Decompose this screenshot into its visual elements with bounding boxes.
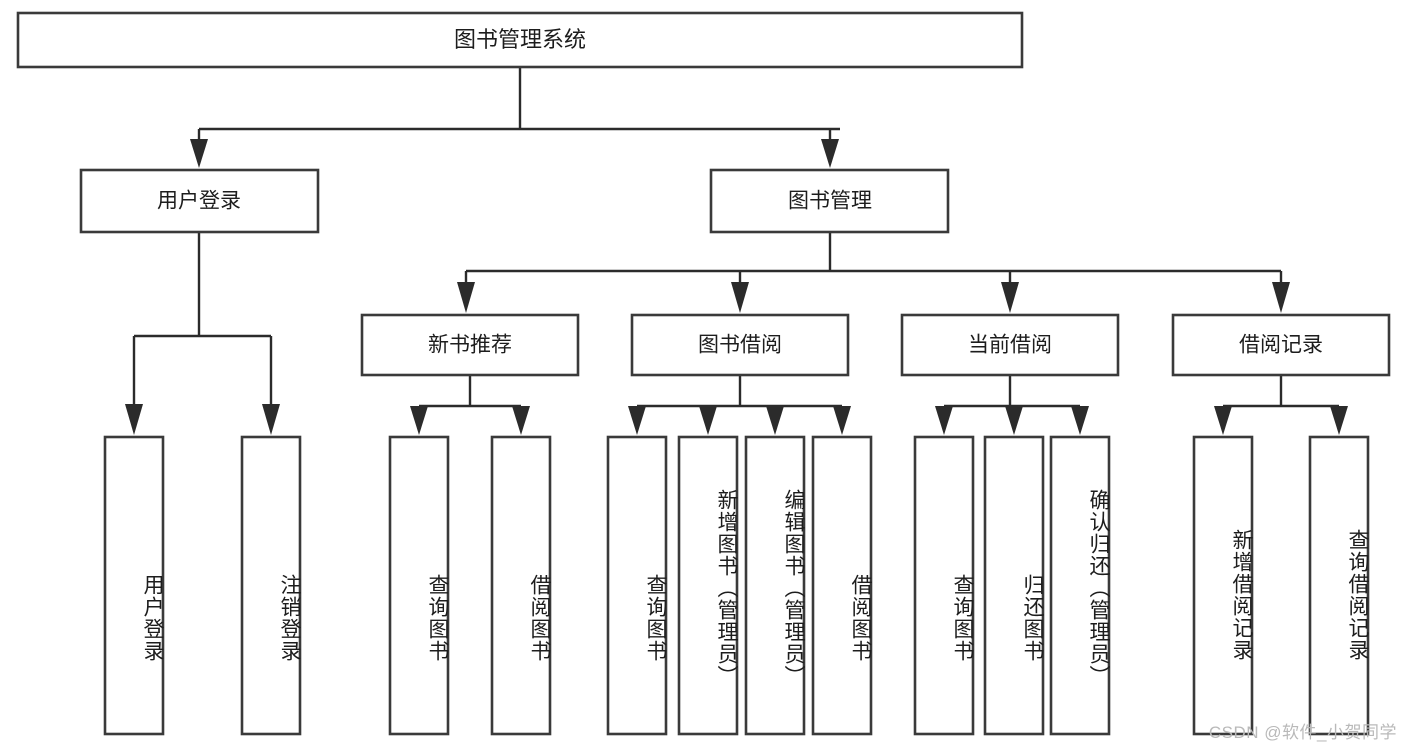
connector-group-book-management-to-level3	[457, 232, 1290, 313]
leaf-confirm-return-admin-box[interactable]	[1049, 435, 1111, 736]
node-book-borrow-box[interactable]	[630, 313, 850, 377]
leaf-logout-login-box[interactable]	[240, 435, 302, 736]
leaf-borrow-book-rec-box[interactable]	[490, 435, 552, 736]
node-borrow-record-box[interactable]	[1171, 313, 1391, 377]
arrowhead-to-book-borrow	[731, 282, 749, 313]
node-user-login-label: 用户登录	[157, 190, 241, 213]
leaf-add-book-admin-box[interactable]	[677, 435, 739, 736]
arrowhead-to-leaf-confirm-return-admin	[1071, 406, 1089, 435]
arrowhead-to-leaf-logout-login	[262, 404, 280, 435]
node-new-book-recommend-label: 新书推荐	[428, 334, 512, 357]
node-root-label: 图书管理系统	[454, 27, 586, 52]
arrowhead-to-current-borrow	[1001, 282, 1019, 313]
arrowhead-to-book-management	[821, 139, 839, 168]
arrowhead-to-leaf-edit-book-admin	[766, 406, 784, 435]
leaf-boxes	[103, 435, 1370, 736]
node-book-management-box[interactable]	[709, 168, 950, 234]
node-current-borrow[interactable]: 当前借阅	[900, 313, 1120, 377]
node-borrow-record-label: 借阅记录	[1239, 334, 1323, 357]
leaf-user-login-box[interactable]	[103, 435, 165, 736]
arrowhead-to-leaf-borrow-book-rec	[512, 406, 530, 435]
arrowhead-to-leaf-return-book	[1005, 406, 1023, 435]
arrowhead-to-new-book-recommend	[457, 282, 475, 313]
arrowhead-to-leaf-user-login	[125, 404, 143, 435]
node-user-login[interactable]: 用户登录	[79, 168, 320, 234]
connector-group-current-borrow-to-leaves	[935, 375, 1089, 435]
node-user-login-box[interactable]	[79, 168, 320, 234]
node-current-borrow-label: 当前借阅	[968, 334, 1052, 357]
connector-group-borrow-record-to-leaves	[1214, 375, 1348, 435]
arrowhead-to-leaf-query-book-current	[935, 406, 953, 435]
leaf-query-book-current-box[interactable]	[913, 435, 975, 736]
leaf-query-borrow-record-box[interactable]	[1308, 435, 1370, 736]
node-new-book-recommend-box[interactable]	[360, 313, 580, 377]
node-borrow-record[interactable]: 借阅记录	[1171, 313, 1391, 377]
connector-group-root-to-level2	[190, 67, 840, 168]
leaf-return-book-box[interactable]	[983, 435, 1045, 736]
csdn-watermark: CSDN @软件_小贺同学	[1208, 723, 1397, 742]
leaf-query-book-borrow-box[interactable]	[606, 435, 668, 736]
leaf-borrow-book-box[interactable]	[811, 435, 873, 736]
node-root-box[interactable]	[16, 11, 1024, 69]
node-current-borrow-box[interactable]	[900, 313, 1120, 377]
node-root[interactable]: 图书管理系统	[16, 11, 1024, 69]
arrowhead-to-leaf-add-book-admin	[699, 406, 717, 435]
arrowhead-to-user-login	[190, 139, 208, 168]
node-book-management[interactable]: 图书管理	[709, 168, 950, 234]
leaf-edit-book-admin-box[interactable]	[744, 435, 806, 736]
node-book-management-label: 图书管理	[788, 190, 872, 213]
leaf-add-borrow-record-box[interactable]	[1192, 435, 1254, 736]
arrowhead-to-leaf-add-borrow-record	[1214, 406, 1232, 435]
node-book-borrow[interactable]: 图书借阅	[630, 313, 850, 377]
node-book-borrow-label: 图书借阅	[698, 334, 782, 357]
arrowhead-to-leaf-query-book-borrow	[628, 406, 646, 435]
node-new-book-recommend[interactable]: 新书推荐	[360, 313, 580, 377]
connector-group-new-book-recommend-to-leaves	[410, 375, 530, 435]
arrowhead-to-leaf-query-book-rec	[410, 406, 428, 435]
connector-group-user-login-to-leaves	[125, 232, 280, 435]
connector-group-book-borrow-to-leaves	[628, 375, 851, 435]
leaf-query-book-rec-box[interactable]	[388, 435, 450, 736]
arrowhead-to-leaf-borrow-book	[833, 406, 851, 435]
arrowhead-to-leaf-query-borrow-record	[1330, 406, 1348, 435]
arrowhead-to-borrow-record	[1272, 282, 1290, 313]
